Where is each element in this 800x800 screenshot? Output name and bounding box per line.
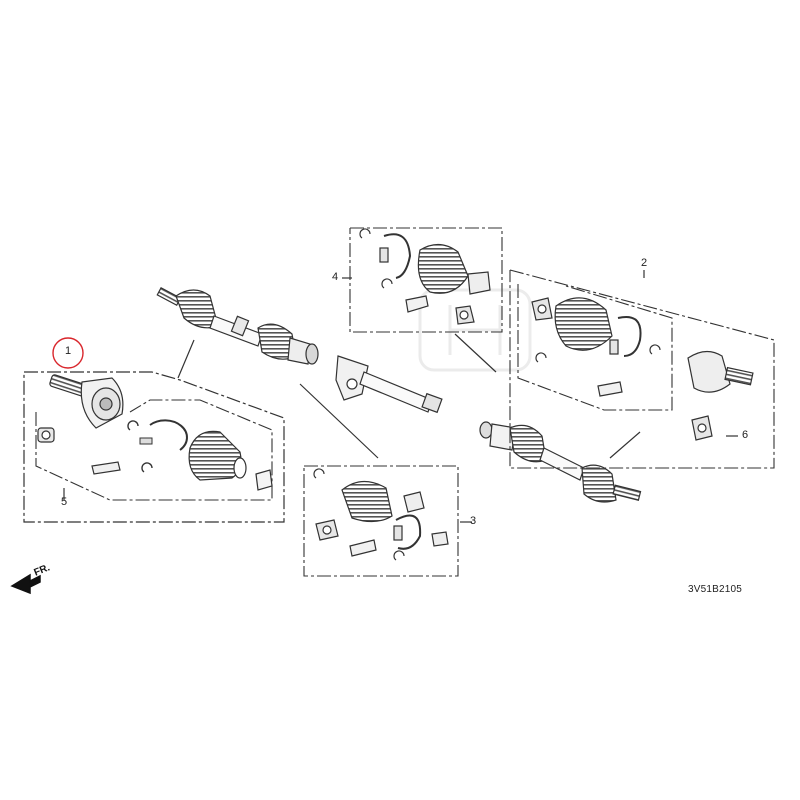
outer-cv-joint — [49, 374, 124, 429]
subgroup-box-5 — [35, 399, 273, 501]
group-box-4 — [349, 227, 503, 333]
callout-6: 6 — [741, 429, 749, 441]
group-box-1 — [23, 371, 285, 523]
right-driveshaft — [479, 421, 642, 503]
left-driveshaft — [156, 286, 319, 365]
callout-5: 5 — [60, 496, 68, 508]
subgroup-box-6 — [517, 284, 673, 411]
leader-lines — [63, 270, 738, 523]
highlight-circle — [52, 337, 84, 369]
clamp-band-large — [139, 419, 188, 451]
watermark-logo — [418, 288, 532, 372]
group2-parts — [531, 297, 754, 441]
small-clamp — [255, 469, 273, 491]
callout-2: 2 — [640, 257, 648, 269]
front-direction-arrow — [10, 573, 41, 595]
group-box-2 — [509, 269, 775, 469]
callout-1: 1 — [64, 345, 72, 357]
intermediate-shaft — [335, 355, 443, 414]
dynamic-damper-5 — [91, 461, 121, 475]
group4-parts — [359, 228, 491, 325]
group3-parts — [313, 468, 449, 561]
group-box-3 — [303, 465, 459, 577]
callout-4: 4 — [331, 271, 339, 283]
nut-5 — [37, 427, 55, 443]
callout-3: 3 — [469, 515, 477, 527]
snap-rings-5 — [127, 420, 153, 473]
diagram-code: 3V51B2105 — [688, 584, 743, 595]
outer-boot — [188, 430, 247, 481]
